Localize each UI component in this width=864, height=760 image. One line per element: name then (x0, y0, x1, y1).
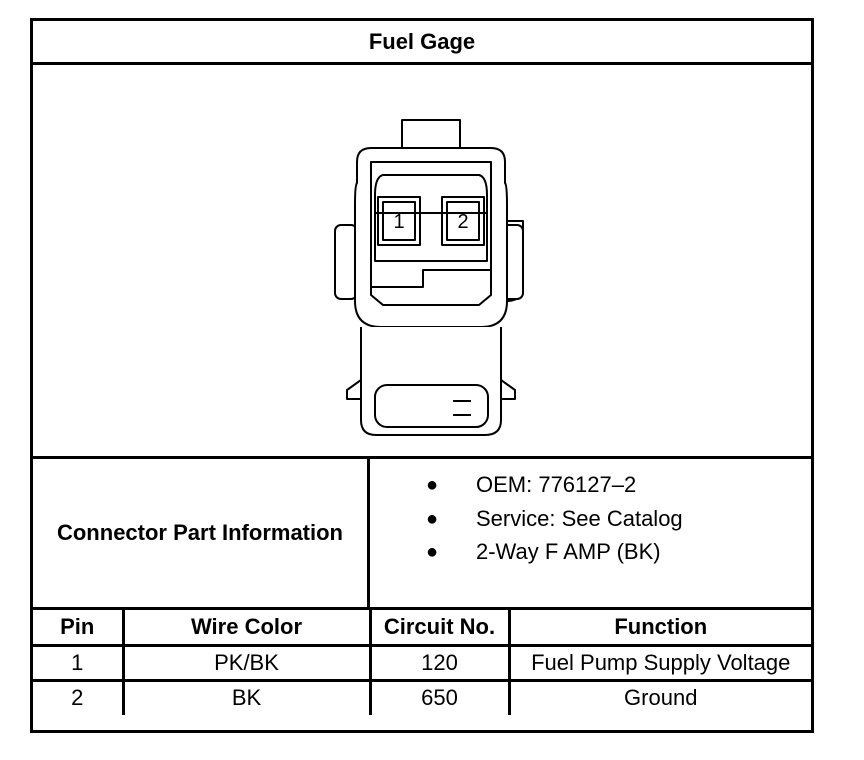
cell-circuit-no: 650 (368, 678, 511, 715)
part-info-item: ● Service: See Catalog (426, 504, 683, 534)
part-info-item: ● 2-Way F AMP (BK) (426, 537, 661, 567)
keying-step (371, 269, 491, 288)
latch-tab (401, 119, 461, 149)
table-row: 1 PK/BK 120 Fuel Pump Supply Voltage (33, 643, 811, 682)
pin-table-header: Pin Wire Color Circuit No. Function (33, 610, 811, 647)
header-wire-color: Wire Color (121, 610, 372, 647)
bullet-icon: ● (426, 540, 439, 563)
table-row: 2 BK 650 Ground (33, 678, 811, 715)
part-info-label: Connector Part Information (33, 459, 370, 607)
header-circuit-no: Circuit No. (368, 610, 511, 647)
cell-function: Ground (507, 678, 811, 715)
part-info-text: 2-Way F AMP (BK) (476, 539, 661, 564)
terminal-1 (382, 201, 416, 241)
header-pin: Pin (33, 610, 125, 647)
header-function: Function (507, 610, 811, 647)
terminal-cavity-2 (441, 196, 485, 246)
left-side-rib (334, 224, 358, 300)
cell-function: Fuel Pump Supply Voltage (507, 643, 811, 682)
connector-figure: 1 2 (33, 65, 811, 459)
connector-drawing: 1 2 (334, 119, 524, 436)
release-slot (374, 384, 489, 428)
left-lock-tab (346, 379, 362, 400)
right-lock-tab (500, 379, 516, 400)
terminal-cavity-1 (377, 196, 421, 246)
connector-sheet: Fuel Gage 1 2 (30, 18, 814, 733)
cell-wire-color: BK (121, 678, 372, 715)
cell-circuit-no: 120 (368, 643, 511, 682)
part-info-item: ● OEM: 776127–2 (426, 470, 636, 500)
inner-outline (370, 161, 492, 306)
cell-wire-color: PK/BK (121, 643, 372, 682)
bullet-icon: ● (426, 473, 439, 496)
bullet-icon: ● (426, 507, 439, 530)
pin-label-1: 1 (393, 211, 404, 233)
cell-pin: 2 (33, 678, 125, 715)
terminal-2 (446, 201, 480, 241)
part-info-row: Connector Part Information ● OEM: 776127… (33, 459, 811, 610)
pin-label-2: 2 (457, 211, 468, 233)
cell-pin: 1 (33, 643, 125, 682)
part-info-list: ● OEM: 776127–2 ● Service: See Catalog ●… (370, 459, 811, 607)
part-info-text: OEM: 776127–2 (476, 472, 637, 497)
lower-housing (360, 327, 502, 436)
sheet-title: Fuel Gage (33, 21, 811, 65)
cavity-frame (374, 174, 488, 262)
part-info-text: Service: See Catalog (476, 506, 683, 531)
pin-table: Pin Wire Color Circuit No. Function 1 PK… (33, 610, 811, 715)
